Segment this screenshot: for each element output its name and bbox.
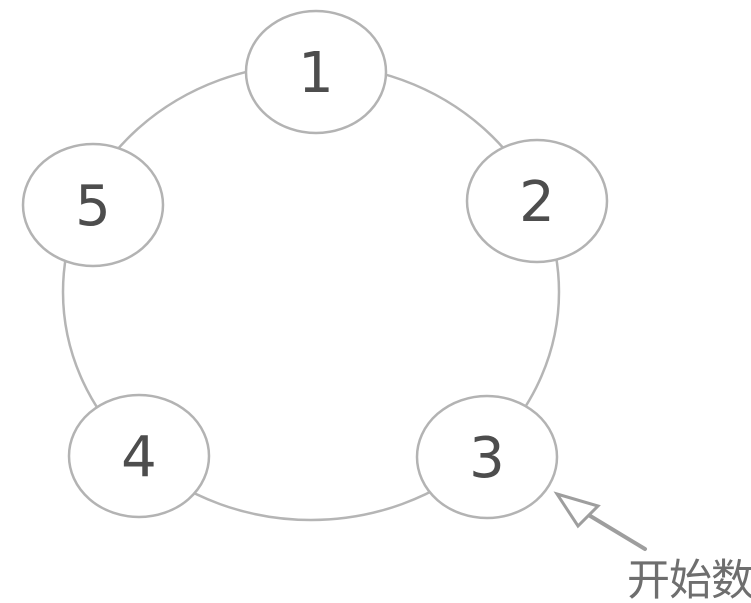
arrowhead-icon [553,491,601,529]
circle-node-1: 1 [244,9,388,135]
circle-node-2: 2 [465,138,609,264]
circle-node-5: 5 [21,142,165,268]
node-label: 1 [298,41,334,106]
arrow-shaft [585,512,647,551]
start-pointer-arrow [553,491,647,551]
node-circle [67,393,211,519]
node-label: 2 [519,170,555,235]
node-label: 5 [75,174,111,239]
start-counting-label: 开始数 [627,556,751,603]
node-label: 3 [469,426,505,491]
node-circle [415,394,559,520]
node-label: 4 [121,425,157,490]
circle-node-4: 4 [67,393,211,519]
node-circle [244,9,388,135]
circle-node-3: 3 [415,394,559,520]
node-circle [465,138,609,264]
node-circle [21,142,165,268]
